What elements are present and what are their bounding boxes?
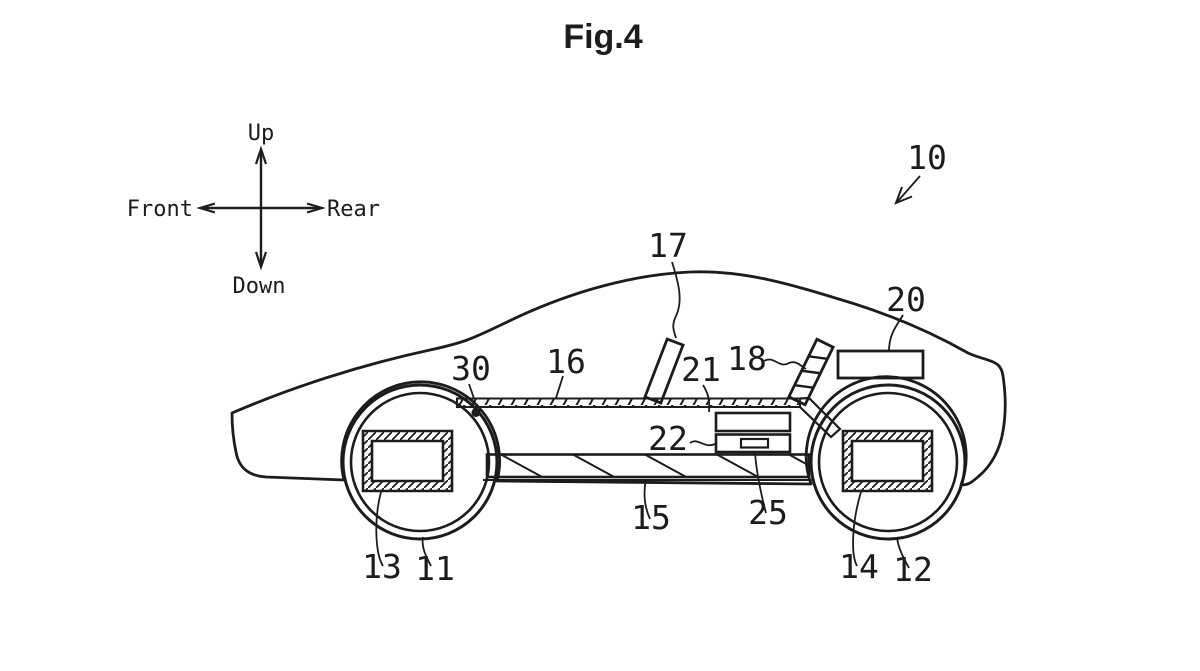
part-15-hatch: [499, 454, 809, 477]
leader-22: [689, 440, 716, 447]
leader-25: [754, 451, 767, 514]
ref-label-30: 30: [451, 349, 491, 388]
part-21-box: [714, 411, 792, 433]
rear-label: Rear: [327, 197, 380, 222]
down-label: Down: [233, 274, 286, 299]
leader-20: [888, 314, 904, 352]
front-motor-hatched-ring: [361, 429, 454, 493]
ref-label-22: 22: [648, 419, 688, 458]
car-body-outline: [230, 270, 1007, 487]
leader-14: [852, 491, 862, 567]
front-tire-outer: [341, 383, 499, 541]
leader-16: [555, 375, 564, 399]
part-25-box: [739, 437, 770, 449]
ref-label-17: 17: [648, 226, 688, 265]
part-20-box: [836, 349, 925, 380]
figure-title: Fig.4: [563, 18, 642, 56]
reference-numerals: 10 17 20 30 16 21 18 22 25 15 13 11 14 1…: [362, 138, 947, 589]
ref-label-16: 16: [546, 342, 586, 381]
ref-label-14: 14: [839, 547, 879, 586]
ref-label-12: 12: [893, 550, 933, 589]
leader-21: [702, 384, 711, 413]
leader-30: [468, 383, 475, 400]
rear-in-wheel-motor: [841, 429, 934, 493]
rear-wheel: [809, 383, 967, 541]
leader-lines: [375, 175, 921, 569]
rear-tire-inner: [817, 391, 959, 533]
ref-label-13: 13: [362, 547, 402, 586]
rear-motor-hatched-ring: [841, 429, 934, 493]
part-22-box: [714, 433, 792, 454]
ref-label-25: 25: [748, 493, 788, 532]
leader-11: [421, 536, 432, 567]
ref-label-15: 15: [631, 498, 671, 537]
rear-tire-outer: [809, 383, 967, 541]
part-16-floor-strip: [456, 397, 801, 408]
front-label: Front: [127, 197, 193, 222]
part-30-mount-dot: [471, 408, 481, 417]
front-tire-inner: [349, 391, 491, 533]
leader-13: [375, 491, 384, 567]
ref-label-11: 11: [415, 549, 455, 588]
ref-label-18: 18: [727, 339, 767, 378]
rear-floor-ramp: [799, 396, 842, 439]
direction-compass: Up Down Front Rear: [127, 121, 380, 299]
part-18-seatback: [787, 337, 835, 407]
up-label: Up: [248, 121, 275, 146]
part-17-seatback: [643, 337, 685, 405]
leader-15: [643, 478, 651, 520]
leader-18: [763, 358, 807, 370]
ref-label-21: 21: [681, 350, 721, 389]
leader-12: [896, 536, 910, 569]
front-wheel: [341, 383, 499, 541]
ref-label-20: 20: [886, 280, 926, 319]
leader-10-arrowhead: [894, 186, 913, 205]
ref-label-10: 10: [907, 138, 947, 177]
compass-arrowheads: [196, 145, 326, 271]
leader-17: [671, 261, 681, 339]
front-in-wheel-motor: [361, 429, 454, 493]
leader-10: [897, 175, 921, 202]
